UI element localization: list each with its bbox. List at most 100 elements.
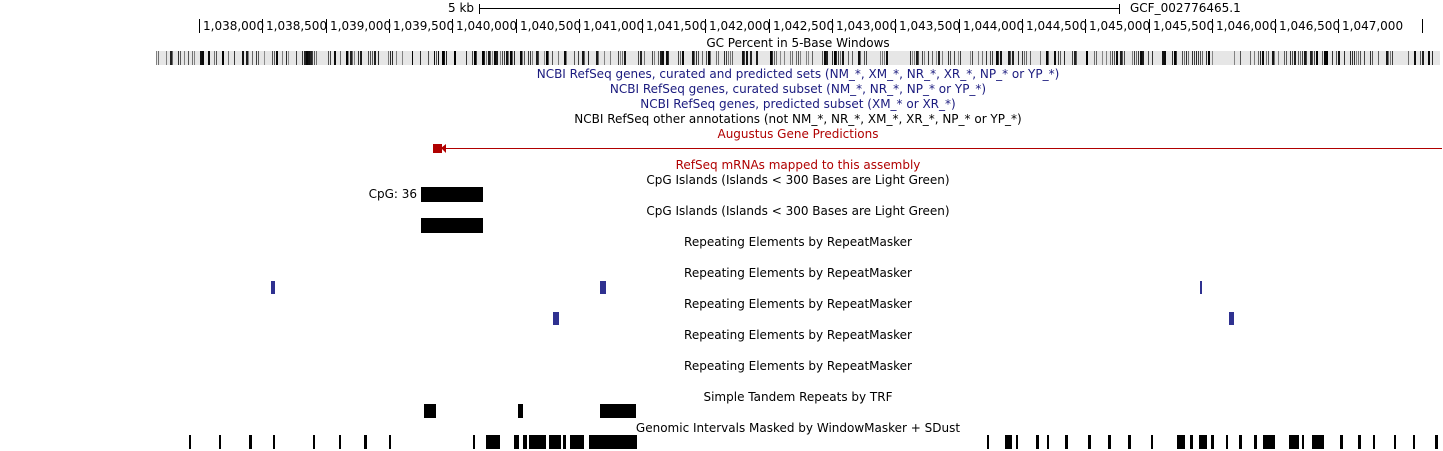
refseq-predicted-track-label[interactable]: NCBI RefSeq genes, predicted subset (XM_…	[640, 97, 956, 111]
augustus-gene-exon[interactable]	[433, 144, 442, 153]
rmsk-track-label-3[interactable]: Repeating Elements by RepeatMasker	[684, 297, 912, 311]
gc-wiggle-bar	[1074, 51, 1076, 65]
augustus-track-label[interactable]: Augustus Gene Predictions	[717, 127, 879, 141]
masked-interval[interactable]	[313, 435, 315, 449]
gc-wiggle-bar	[524, 51, 525, 65]
masked-interval[interactable]	[1263, 435, 1275, 449]
gc-wiggle-bar	[228, 51, 229, 65]
tandem-repeat[interactable]	[518, 404, 523, 418]
gc-wiggle-bar	[1262, 51, 1264, 65]
cpg-track-label-2[interactable]: CpG Islands (Islands < 300 Bases are Lig…	[646, 204, 950, 218]
masked-interval[interactable]	[563, 435, 566, 449]
gc-wiggle-bar	[598, 51, 599, 65]
trf-track-label[interactable]: Simple Tandem Repeats by TRF	[703, 390, 893, 404]
repeat-element[interactable]	[1229, 312, 1234, 325]
repeat-element[interactable]	[553, 312, 559, 325]
rmsk-track-label-4[interactable]: Repeating Elements by RepeatMasker	[684, 328, 912, 342]
masked-interval[interactable]	[1151, 435, 1153, 449]
gc-wiggle-bar	[942, 51, 943, 65]
masked-interval[interactable]	[1108, 435, 1111, 449]
masked-interval[interactable]	[549, 435, 561, 449]
masked-interval[interactable]	[1211, 435, 1214, 449]
gc-wiggle-bar	[1148, 51, 1149, 65]
rmsk-track-label-1[interactable]: Repeating Elements by RepeatMasker	[684, 235, 912, 249]
masked-interval[interactable]	[987, 435, 989, 449]
masked-interval[interactable]	[1088, 435, 1091, 449]
masked-interval[interactable]	[364, 435, 367, 449]
refseq-curated-track-label[interactable]: NCBI RefSeq genes, curated subset (NM_*,…	[609, 82, 987, 96]
ruler-tick-label: 1,041,000	[583, 19, 645, 33]
repeat-element[interactable]	[600, 281, 606, 294]
gc-wiggle-bar	[806, 51, 807, 65]
gc-wiggle-bar	[658, 51, 659, 65]
gc-wiggle-bar	[536, 51, 538, 65]
masked-interval[interactable]	[1254, 435, 1257, 449]
masked-interval[interactable]	[1373, 435, 1375, 449]
masked-interval[interactable]	[249, 435, 252, 449]
masked-interval[interactable]	[1226, 435, 1228, 449]
tandem-repeat[interactable]	[600, 404, 636, 418]
augustus-gene-intron-line[interactable]	[440, 148, 1442, 149]
gc-wiggle-bar	[1284, 51, 1285, 65]
masked-interval[interactable]	[1177, 435, 1185, 449]
masked-interval[interactable]	[1199, 435, 1207, 449]
gc-wiggle-bar	[296, 51, 297, 65]
masked-interval[interactable]	[273, 435, 275, 449]
masked-interval[interactable]	[1435, 435, 1438, 449]
masked-interval[interactable]	[189, 435, 191, 449]
masked-interval[interactable]	[1036, 435, 1039, 449]
masked-interval[interactable]	[570, 435, 584, 449]
gc-wiggle-bar	[1422, 51, 1424, 65]
repeat-element[interactable]	[1200, 281, 1202, 294]
gc-wiggle-bar	[436, 51, 437, 65]
ruler-tick	[262, 19, 263, 33]
gc-percent-wiggle[interactable]	[156, 51, 1440, 65]
masked-interval[interactable]	[1394, 435, 1396, 449]
gc-wiggle-bar	[308, 51, 310, 65]
masked-interval[interactable]	[589, 435, 637, 449]
refseq-other-track-label[interactable]: NCBI RefSeq other annotations (not NM_*,…	[574, 112, 1022, 126]
masked-interval[interactable]	[1358, 435, 1361, 449]
masked-interval[interactable]	[1302, 435, 1304, 449]
masked-interval[interactable]	[514, 435, 519, 449]
rmsk-track-label-2[interactable]: Repeating Elements by RepeatMasker	[684, 266, 912, 280]
gc-wiggle-bar	[692, 51, 694, 65]
tandem-repeat[interactable]	[424, 404, 436, 418]
gc-wiggle-bar	[546, 51, 548, 65]
cpg-track-label-1[interactable]: CpG Islands (Islands < 300 Bases are Lig…	[646, 173, 950, 187]
masked-interval[interactable]	[339, 435, 341, 449]
masked-interval[interactable]	[1065, 435, 1068, 449]
scale-bar	[479, 8, 1120, 9]
gc-wiggle-bar	[1324, 51, 1326, 65]
refseq-all-track-label[interactable]: NCBI RefSeq genes, curated and predicted…	[536, 67, 1060, 81]
gc-wiggle-bar	[1332, 51, 1333, 65]
gc-wiggle-bar	[374, 51, 376, 65]
masked-interval[interactable]	[389, 435, 391, 449]
masked-interval[interactable]	[473, 435, 475, 449]
masked-interval[interactable]	[1340, 435, 1343, 449]
masked-interval[interactable]	[219, 435, 221, 449]
masked-interval[interactable]	[1239, 435, 1242, 449]
masked-interval[interactable]	[1047, 435, 1049, 449]
masked-interval[interactable]	[1312, 435, 1324, 449]
masked-interval[interactable]	[1190, 435, 1193, 449]
windowmasker-track-label[interactable]: Genomic Intervals Masked by WindowMasker…	[635, 421, 961, 435]
masked-interval[interactable]	[1016, 435, 1018, 449]
gc-wiggle-bar	[276, 51, 278, 65]
cpg-item-label[interactable]: CpG: 36	[368, 187, 417, 201]
masked-interval[interactable]	[1005, 435, 1012, 449]
cpg-island-feature-2[interactable]	[421, 218, 483, 233]
refseq-mrna-track-label[interactable]: RefSeq mRNAs mapped to this assembly	[675, 158, 921, 172]
masked-interval[interactable]	[523, 435, 527, 449]
masked-interval[interactable]	[486, 435, 500, 449]
masked-interval[interactable]	[1289, 435, 1299, 449]
repeat-element[interactable]	[271, 281, 275, 294]
masked-interval[interactable]	[1413, 435, 1415, 449]
rmsk-track-label-5[interactable]: Repeating Elements by RepeatMasker	[684, 359, 912, 373]
gc-wiggle-bar	[1250, 51, 1251, 65]
gc-wiggle-bar	[558, 51, 559, 65]
cpg-island-feature[interactable]	[421, 187, 483, 202]
masked-interval[interactable]	[1128, 435, 1131, 449]
gc-track-label[interactable]: GC Percent in 5-Base Windows	[706, 36, 890, 50]
masked-interval[interactable]	[529, 435, 546, 449]
